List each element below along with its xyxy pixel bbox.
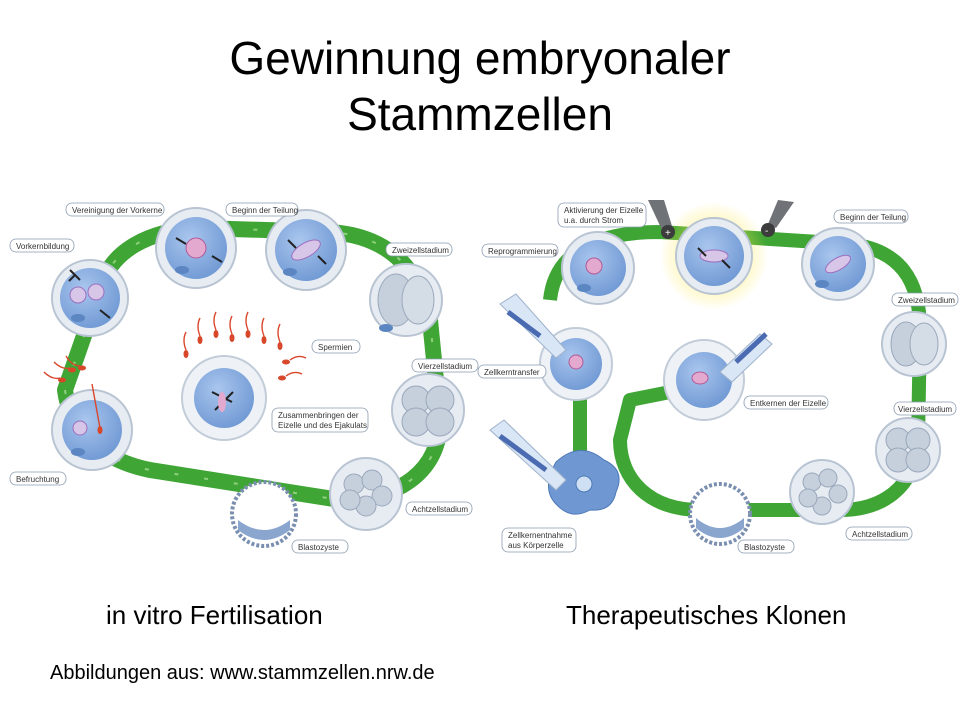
label-achtzell-ivf: Achtzellstadium <box>405 501 473 516</box>
svg-text:Zweizellstadium: Zweizellstadium <box>898 296 955 305</box>
label-spermien: Spermien <box>311 339 361 354</box>
cell-vereinigung <box>155 207 237 289</box>
electrode-minus: - <box>761 200 794 237</box>
label-vierzell-ivf: Vierzellstadium <box>411 358 479 373</box>
title-line-1: Gewinnung embryonaler <box>229 32 731 84</box>
label-befruchtung: Befruchtung <box>9 471 67 486</box>
source-credit: Abbildungen aus: www.stammzellen.nrw.de <box>50 662 435 684</box>
cell-entkernen <box>663 339 745 421</box>
cell-befruchtung <box>51 389 133 471</box>
svg-text:Vereinigung der Vorkerne: Vereinigung der Vorkerne <box>72 206 163 215</box>
svg-text:Zellkerntransfer: Zellkerntransfer <box>484 368 540 377</box>
label-vereinigung: Vereinigung der Vorkerne <box>65 202 165 217</box>
stem-cell-diagrams: Vereinigung der Vorkerne Beginn der Teil… <box>9 200 959 554</box>
label-blastozyste-ivf: Blastozyste <box>291 539 349 554</box>
svg-text:+: + <box>665 228 671 239</box>
cell-koerperzelle <box>548 450 620 515</box>
svg-text:Befruchtung: Befruchtung <box>16 475 59 484</box>
svg-text:Beginn der Teilung: Beginn der Teilung <box>840 213 906 222</box>
svg-text:Vorkernbildung: Vorkernbildung <box>16 242 69 251</box>
page-title: Gewinnung embryonaler Stammzellen <box>0 30 960 142</box>
label-blastozyste-klonen: Blastozyste <box>737 539 795 554</box>
svg-text:aus Körperzelle: aus Körperzelle <box>508 541 564 550</box>
cell-blastozyste <box>230 480 298 548</box>
cell-vierzell-klonen <box>875 417 941 483</box>
svg-text:Spermien: Spermien <box>318 343 352 352</box>
svg-text:-: - <box>765 226 768 237</box>
label-entkernen: Entkernen der Eizelle <box>743 395 829 410</box>
cell-vorkernbildung <box>51 259 129 337</box>
cell-aktivierung <box>660 202 768 310</box>
svg-text:Vierzellstadium: Vierzellstadium <box>418 362 472 371</box>
ivf-labels: Vereinigung der Vorkerne Beginn der Teil… <box>9 202 479 554</box>
svg-text:Blastozyste: Blastozyste <box>744 543 785 552</box>
cell-achtzellstadium <box>329 457 403 531</box>
cell-blastozyste-klonen <box>688 482 752 546</box>
cell-zweizellstadium <box>369 263 443 337</box>
ivf-cycle-path <box>57 220 448 508</box>
label-reprogrammierung: Reprogrammierung <box>481 243 559 258</box>
pipette-entnahme <box>489 419 567 491</box>
sperm-group <box>183 311 307 377</box>
svg-text:u.a. durch Strom: u.a. durch Strom <box>564 216 623 225</box>
cell-beginn-teilung-klonen <box>801 227 875 301</box>
svg-text:Entkernen der Eizelle: Entkernen der Eizelle <box>750 399 827 408</box>
klonen-diagram: + - <box>477 200 959 554</box>
label-zweizell-ivf: Zweizellstadium <box>385 242 453 257</box>
cell-zweizell-klonen <box>881 311 947 377</box>
title-line-2: Stammzellen <box>347 88 613 140</box>
label-zellkerntransfer: Zellkerntransfer <box>477 364 547 379</box>
cell-vierzellstadium <box>391 373 465 447</box>
cell-zusammenbringen <box>181 355 267 441</box>
svg-text:Beginn der Teilung: Beginn der Teilung <box>232 206 298 215</box>
svg-text:Zusammenbringen der: Zusammenbringen der <box>278 411 359 420</box>
svg-text:Zweizellstadium: Zweizellstadium <box>392 246 449 255</box>
caption-klonen: Therapeutisches Klonen <box>566 600 847 630</box>
label-zweizell-klonen: Zweizellstadium <box>891 292 959 307</box>
ivf-diagram: Vereinigung der Vorkerne Beginn der Teil… <box>9 202 479 554</box>
svg-text:Achtzellstadium: Achtzellstadium <box>852 530 908 539</box>
cell-achtzell-klonen <box>789 459 855 525</box>
caption-ivf: in vitro Fertilisation <box>106 600 323 630</box>
electrode-plus: + <box>648 200 675 239</box>
label-vorkernbildung: Vorkernbildung <box>9 238 75 253</box>
label-beginn-klonen: Beginn der Teilung <box>833 209 909 224</box>
svg-text:Vierzellstadium: Vierzellstadium <box>898 405 952 414</box>
svg-text:Zellkernentnahme: Zellkernentnahme <box>508 531 573 540</box>
svg-text:Blastozyste: Blastozyste <box>298 543 339 552</box>
cell-reprogrammierung <box>561 231 635 305</box>
svg-text:Eizelle und des Ejakulats: Eizelle und des Ejakulats <box>278 421 367 430</box>
label-beginn-ivf: Beginn der Teilung <box>225 202 299 217</box>
cell-beginn-teilung <box>265 209 347 291</box>
pipette-entkernen <box>719 332 773 383</box>
label-vierzell-klonen: Vierzellstadium <box>893 401 957 416</box>
svg-text:Achtzellstadium: Achtzellstadium <box>412 505 468 514</box>
svg-text:Aktivierung der Eizelle: Aktivierung der Eizelle <box>564 206 644 215</box>
svg-text:Reprogrammierung: Reprogrammierung <box>488 247 557 256</box>
pipette-transfer <box>499 293 567 359</box>
label-achtzell-klonen: Achtzellstadium <box>845 526 913 541</box>
